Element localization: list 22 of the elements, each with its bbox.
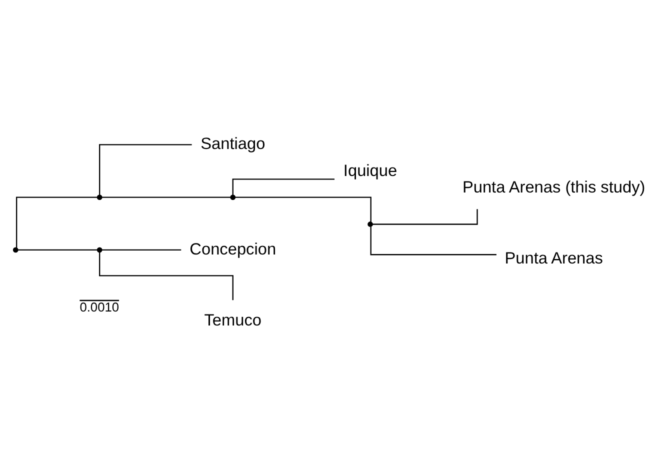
node-text: Punta Arenas (this study) <box>462 178 646 196</box>
connector <box>102 249 182 251</box>
node-point <box>368 222 373 227</box>
node-text: Temuco <box>204 312 262 330</box>
node-point <box>12 247 18 253</box>
connector <box>235 196 372 222</box>
node-text: Punta Arenas <box>504 250 603 268</box>
connector <box>99 252 234 300</box>
connector <box>99 144 192 196</box>
connector <box>232 178 335 196</box>
label: 0.0010 <box>80 300 120 315</box>
connector <box>102 196 230 198</box>
node-point <box>96 194 102 200</box>
connector <box>370 226 496 256</box>
node-text: Santiago <box>200 135 266 154</box>
connector <box>16 196 98 248</box>
node-text: Iquique <box>343 162 398 180</box>
node-point <box>230 194 236 200</box>
connector <box>18 249 98 251</box>
node-text: Concepcion <box>190 240 276 258</box>
connector <box>372 209 478 225</box>
node-point <box>96 247 102 253</box>
